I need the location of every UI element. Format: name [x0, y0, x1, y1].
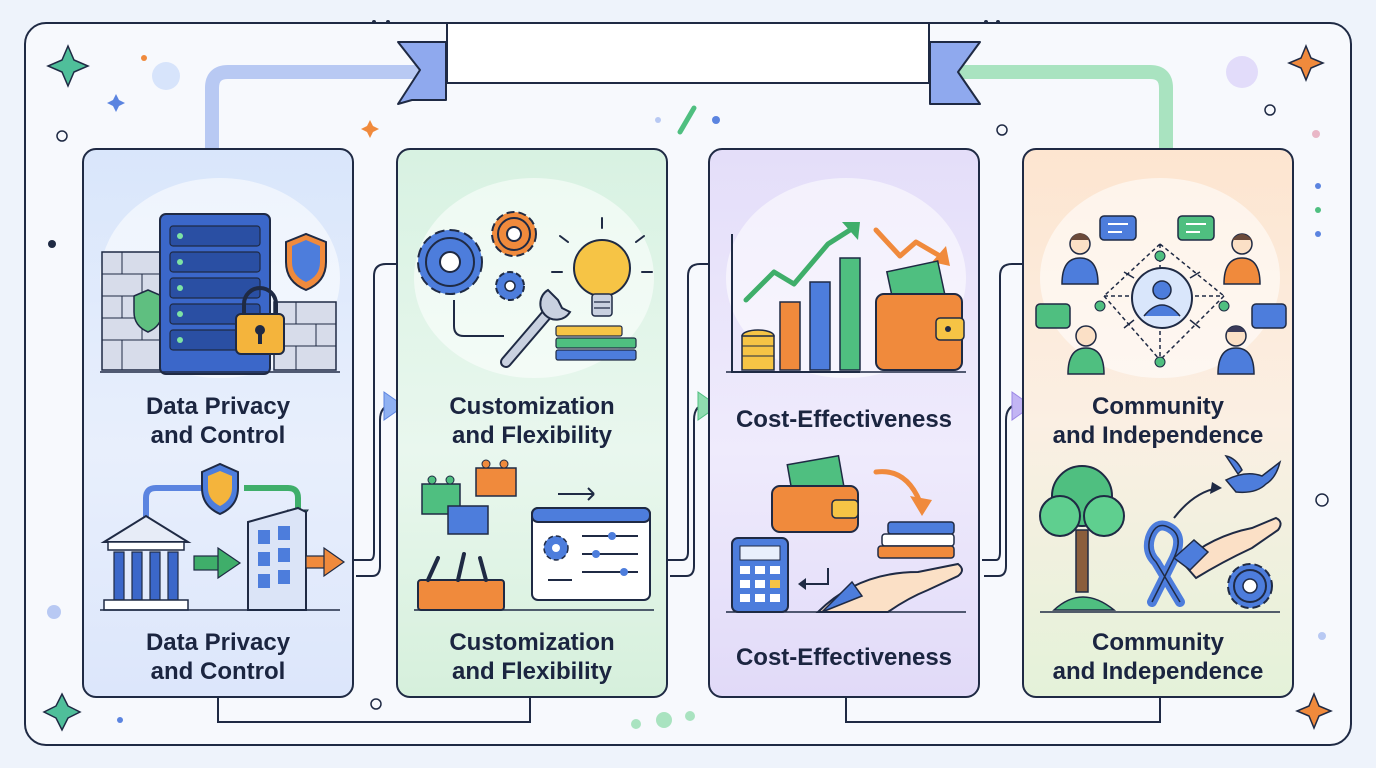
flow-arrow-1 — [354, 263, 405, 577]
calculator-icon — [731, 537, 789, 613]
shield-icon — [285, 232, 327, 292]
sparkle-icon — [107, 94, 125, 112]
wrench-icon — [500, 288, 572, 368]
hand-offering-icon — [815, 562, 963, 613]
card-title-top: Cost-Effectiveness — [735, 406, 953, 433]
lightbulb-icon — [551, 217, 653, 317]
tree-icon — [1039, 465, 1125, 611]
padlock-icon — [235, 286, 285, 355]
shield-icon — [201, 462, 239, 516]
sparkle-icon — [46, 44, 90, 88]
gears-icon — [417, 211, 537, 301]
title-banner — [446, 22, 930, 84]
person-icon — [1217, 325, 1255, 375]
sparkle-icon — [1295, 692, 1333, 730]
settings-window-icon — [531, 507, 651, 601]
bank-building-icon — [100, 514, 192, 611]
awareness-ribbon-icon — [1143, 520, 1185, 607]
stacked-bars-icon — [555, 325, 637, 361]
dove-icon — [1224, 454, 1282, 494]
card-cost-effectiveness: Cost-Effectiveness Cost-Effectiveness — [708, 148, 980, 698]
toolbox-icon — [417, 552, 505, 611]
network-people-icon — [1094, 243, 1230, 368]
wallet-icon — [875, 260, 965, 371]
hand-offering-icon — [1172, 516, 1282, 580]
sparkle-icon — [42, 692, 82, 732]
sparkle-icon — [361, 120, 379, 138]
shield-icon — [133, 289, 163, 333]
card-title-bottom: Cost-Effectiveness — [735, 644, 953, 671]
building-blocks-icon — [421, 459, 517, 535]
chat-bubble-icon — [1035, 215, 1287, 329]
coin-stack-icon — [741, 329, 775, 371]
sparkle-icon — [1287, 44, 1325, 82]
person-icon — [1061, 233, 1099, 285]
wallet-icon — [771, 454, 859, 533]
books-icon — [877, 521, 955, 559]
person-icon — [1223, 233, 1261, 285]
ribbon-right — [929, 41, 981, 105]
office-building-icon — [247, 506, 307, 611]
arrow-right-icon — [193, 546, 242, 580]
arrow-right-icon — [305, 546, 346, 578]
gear-icon — [1227, 563, 1273, 609]
person-icon — [1067, 325, 1105, 375]
